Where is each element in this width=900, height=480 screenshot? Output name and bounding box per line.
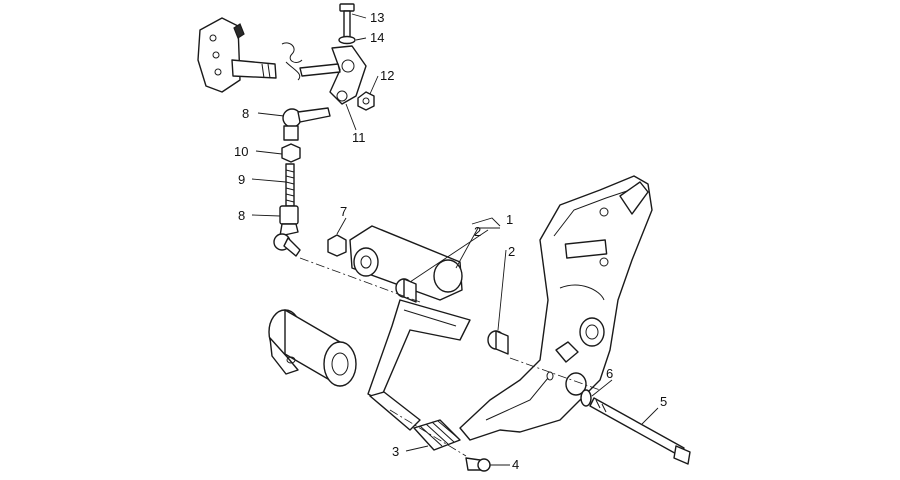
nut-12 [357, 91, 375, 111]
bushing-2a [395, 278, 417, 303]
callout-4: 4 [512, 457, 519, 472]
callout-2-left: 2 [474, 224, 481, 239]
ball-joint-lower [273, 205, 301, 257]
gear-lever-arm [349, 225, 471, 431]
nut-7 [327, 234, 347, 257]
callout-13: 13 [370, 10, 384, 25]
screw-4 [465, 457, 491, 472]
callout-7: 7 [340, 204, 347, 219]
callout-5: 5 [660, 394, 667, 409]
threaded-rod-9 [285, 163, 295, 207]
callout-11: 11 [352, 130, 366, 145]
callout-9: 9 [238, 172, 245, 187]
footrest-mounting-plate [459, 175, 653, 441]
callout-3: 3 [392, 444, 399, 459]
ball-joint-upper [282, 107, 331, 141]
callout-12: 12 [380, 68, 394, 83]
callout-6: 6 [606, 366, 613, 381]
assembly-axis-1 [299, 257, 421, 303]
assembly-axis-2 [509, 357, 601, 391]
pivot-shaft-lower [268, 309, 357, 387]
washer-6 [580, 389, 592, 407]
callout-10: 10 [234, 144, 248, 159]
callout-2-right: 2 [508, 244, 515, 259]
leader-lines [251, 13, 659, 466]
callout-8-lower: 8 [238, 208, 245, 223]
long-bolt-5 [589, 397, 691, 465]
callout-1: 1 [506, 212, 513, 227]
nut-10 [281, 143, 301, 163]
foot-peg-rubber-3 [413, 419, 461, 451]
bushing-2b [487, 330, 509, 355]
selector-rod-arm [299, 45, 367, 105]
callout-14: 14 [370, 30, 384, 45]
washer-14 [338, 35, 356, 45]
assembly-axis-3 [389, 409, 467, 457]
callout-8-upper: 8 [242, 106, 249, 121]
shift-lever-shaft [197, 17, 277, 93]
spring-clip [281, 42, 303, 81]
